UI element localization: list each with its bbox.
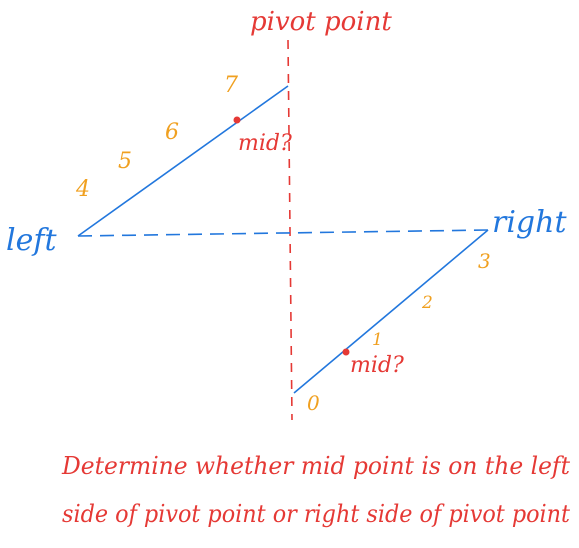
upper-number-4: 4 xyxy=(75,177,90,202)
pivot-line xyxy=(287,39,293,421)
lower-midpoint-dot xyxy=(342,348,350,356)
upper-number-5: 5 xyxy=(118,149,132,174)
upper-segment-line xyxy=(77,85,289,237)
question-line-2: side of pivot point or right side of piv… xyxy=(62,500,570,528)
upper-number-6: 6 xyxy=(165,120,179,145)
lower-number-1: 1 xyxy=(372,330,383,350)
horizontal-dashed-line xyxy=(77,229,489,237)
upper-mid-label: mid? xyxy=(238,131,292,156)
title-label: pivot point xyxy=(250,7,392,37)
lower-mid-label: mid? xyxy=(350,353,404,378)
lower-segment-line xyxy=(293,229,489,394)
lower-number-3: 3 xyxy=(478,249,491,273)
upper-number-7: 7 xyxy=(224,73,238,98)
lower-number-2: 2 xyxy=(421,293,433,313)
lower-number-0: 0 xyxy=(307,391,320,415)
upper-midpoint-dot xyxy=(233,116,241,124)
left-label: left xyxy=(6,223,57,258)
right-label: right xyxy=(492,205,567,240)
question-line-1: Determine whether mid point is on the le… xyxy=(61,452,570,480)
